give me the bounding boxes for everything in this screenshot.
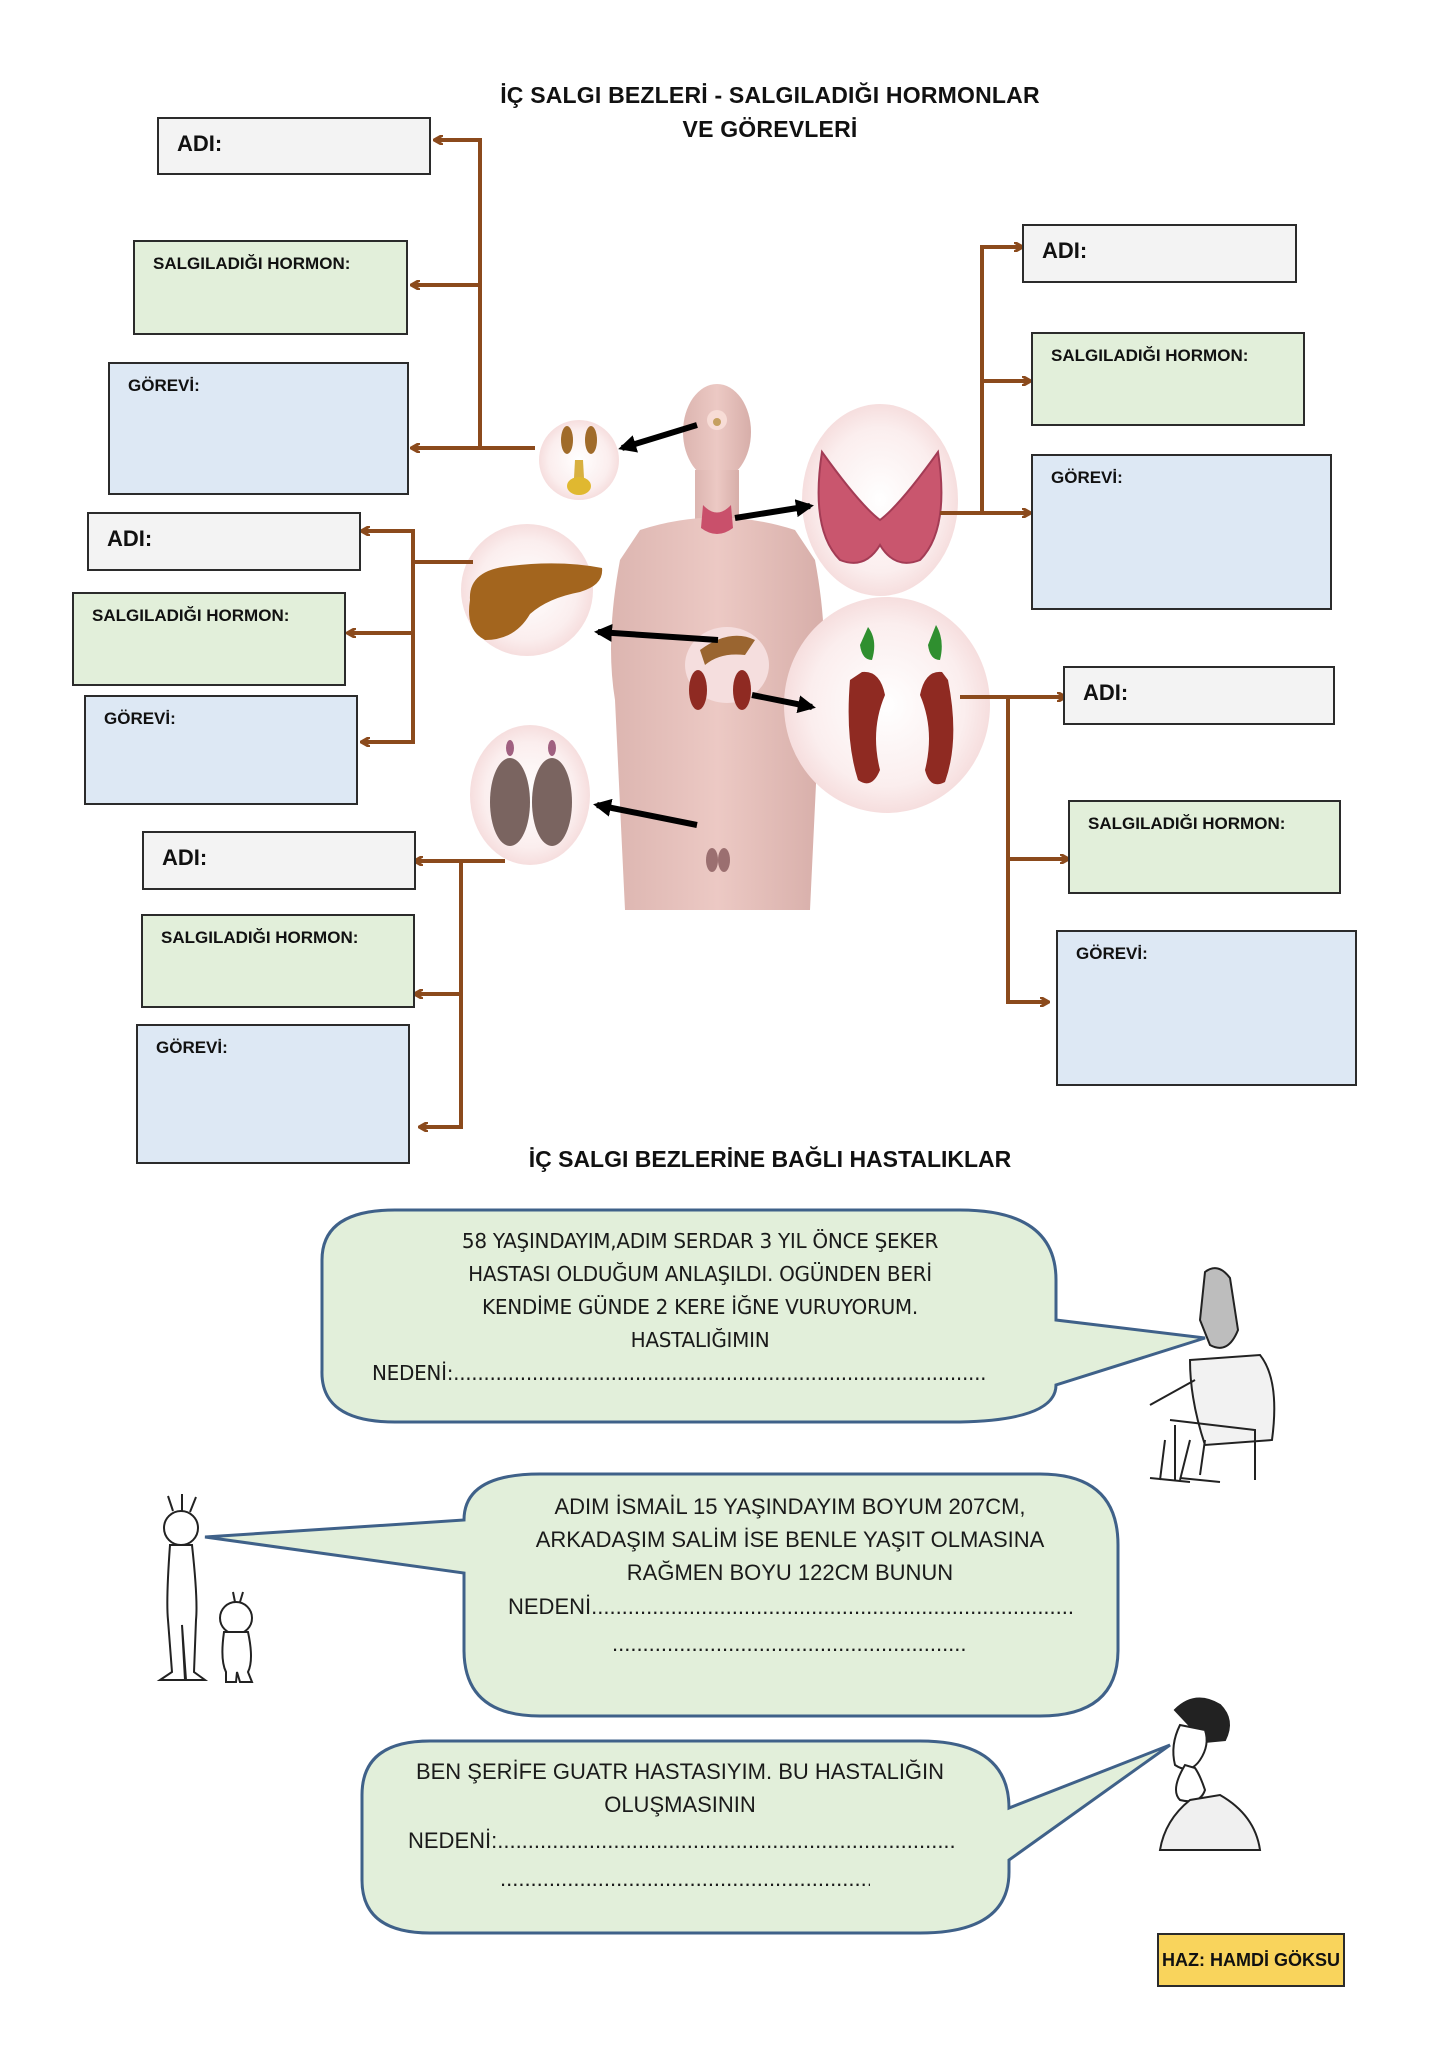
pituitary-hormone-field[interactable]: SALGILADIĞI HORMON: [133, 240, 408, 335]
author-signature: HAZ: HAMDİ GÖKSU [1157, 1933, 1345, 1987]
case-1-line-2: HASTASI OLDUĞUM ANLAŞILDI. OGÜNDEN BERİ [468, 1262, 932, 1286]
brown-connectors [348, 140, 1068, 1127]
seated-man-illustration [1149, 1267, 1276, 1483]
speech-bubble-2 [204, 1472, 1120, 1718]
gorev-label: GÖREVİ: [156, 1038, 228, 1057]
adi-label: ADI: [107, 526, 153, 551]
black-arrows [593, 422, 816, 828]
arrow-to-thyroid [734, 499, 814, 521]
adi-label: ADI: [162, 845, 208, 870]
testes-name-field[interactable]: ADI: [142, 831, 416, 890]
adi-label: ADI: [1083, 680, 1129, 705]
gorev-label: GÖREVİ: [1051, 468, 1123, 487]
case-2-answer-field[interactable]: NEDENİ..................................… [508, 1594, 1073, 1619]
adi-label: ADI: [1042, 238, 1088, 263]
title-line-2: VE GÖREVLERİ [682, 116, 858, 142]
title-line-1: İÇ SALGI BEZLERİ - SALGILADIĞI HORMONLAR [500, 82, 1040, 108]
speech-bubble-3 [360, 1739, 1171, 1935]
case-2-line-1: ADIM İSMAİL 15 YAŞINDAYIM BOYUM 207CM, [554, 1494, 1026, 1519]
case-3-line-1: BEN ŞERİFE GUATR HASTASIYIM. BU HASTALIĞ… [415, 1759, 945, 1784]
case-3-answer-field[interactable]: NEDENİ:.................................… [408, 1828, 956, 1853]
case-2-text: ADIM İSMAİL 15 YAŞINDAYIM BOYUM 207CM, A… [495, 1490, 1085, 1589]
case-3-line-2: OLUŞMASININ [604, 1792, 756, 1817]
hormon-label: SALGILADIĞI HORMON: [153, 254, 351, 273]
arrow-to-adrenal [751, 692, 816, 714]
speech-bubble-1 [320, 1208, 1206, 1424]
case-3-answer-field-2[interactable]: ........................................… [500, 1866, 870, 1891]
hormon-label: SALGILADIĞI HORMON: [1051, 346, 1249, 365]
case-1-line-4: HASTALIĞIMIN [630, 1328, 770, 1352]
case-1-line-1: 58 YAŞINDAYIM,ADIM SERDAR 3 YIL ÖNCE ŞEK… [461, 1229, 939, 1253]
gorev-label: GÖREVİ: [1076, 944, 1148, 963]
woman-with-goiter-illustration [1158, 1697, 1262, 1851]
hormon-label: SALGILADIĞI HORMON: [1088, 814, 1286, 833]
page-title: İÇ SALGI BEZLERİ - SALGILADIĞI HORMONLAR… [460, 78, 1080, 146]
thyroid-name-field[interactable]: ADI: [1022, 224, 1297, 283]
testes-in-body-icon [706, 848, 730, 872]
adrenal-name-field[interactable]: ADI: [1063, 666, 1335, 725]
hormon-label: SALGILADIĞI HORMON: [92, 606, 290, 625]
testes-icon [470, 725, 590, 865]
pancreas-hormone-field[interactable]: SALGILADIĞI HORMON: [72, 592, 346, 686]
thyroid-function-field[interactable]: GÖREVİ: [1031, 454, 1332, 610]
case-1-line-3: KENDİME GÜNDE 2 KERE İĞNE VURUYORUM. [482, 1295, 918, 1319]
pancreas-icon [461, 524, 603, 656]
gorev-label: GÖREVİ: [104, 709, 176, 728]
hormon-label: SALGILADIĞI HORMON: [161, 928, 359, 947]
gorev-label: GÖREVİ: [128, 376, 200, 395]
diseases-section-title: İÇ SALGI BEZLERİNE BAĞLI HASTALIKLAR [528, 1146, 1012, 1172]
case-2-line-2: ARKADAŞIM SALİM İSE BENLE YAŞIT OLMASINA [535, 1527, 1045, 1552]
pituitary-function-field[interactable]: GÖREVİ: [108, 362, 409, 495]
pituitary-gland-icon [539, 420, 619, 500]
case-2-line-3: RAĞMEN BOYU 122CM BUNUN [626, 1560, 954, 1585]
arrow-to-testes [593, 798, 698, 828]
pancreas-function-field[interactable]: GÖREVİ: [84, 695, 358, 805]
arrow-to-pancreas [594, 623, 719, 643]
pancreas-name-field[interactable]: ADI: [87, 512, 361, 571]
pituitary-in-body-icon [707, 410, 727, 430]
adrenal-function-field[interactable]: GÖREVİ: [1056, 930, 1357, 1086]
pancreas-kidney-in-body-icon [685, 627, 769, 710]
body-diagram [0, 0, 1449, 1160]
human-body-silhouette [611, 384, 824, 910]
adi-label: ADI: [177, 131, 223, 156]
thyroid-in-body-icon [701, 505, 733, 534]
case-1-answer-field[interactable]: NEDENİ:.................................… [372, 1361, 987, 1385]
case-2-answer-field-2[interactable]: ........................................… [612, 1631, 967, 1656]
case-3-text: BEN ŞERİFE GUATR HASTASIYIM. BU HASTALIĞ… [380, 1755, 980, 1821]
adrenal-kidney-icon [784, 597, 990, 813]
thyroid-hormone-field[interactable]: SALGILADIĞI HORMON: [1031, 332, 1305, 426]
case-1-text: 58 YAŞINDAYIM,ADIM SERDAR 3 YIL ÖNCE ŞEK… [340, 1225, 1060, 1357]
arrow-to-pituitary [618, 422, 698, 453]
thyroid-gland-icon [802, 404, 958, 596]
adrenal-hormone-field[interactable]: SALGILADIĞI HORMON: [1068, 800, 1341, 894]
tall-and-short-kids-illustration [156, 1494, 254, 1683]
pituitary-name-field[interactable]: ADI: [157, 117, 431, 175]
testes-hormone-field[interactable]: SALGILADIĞI HORMON: [141, 914, 415, 1008]
testes-function-field[interactable]: GÖREVİ: [136, 1024, 410, 1164]
